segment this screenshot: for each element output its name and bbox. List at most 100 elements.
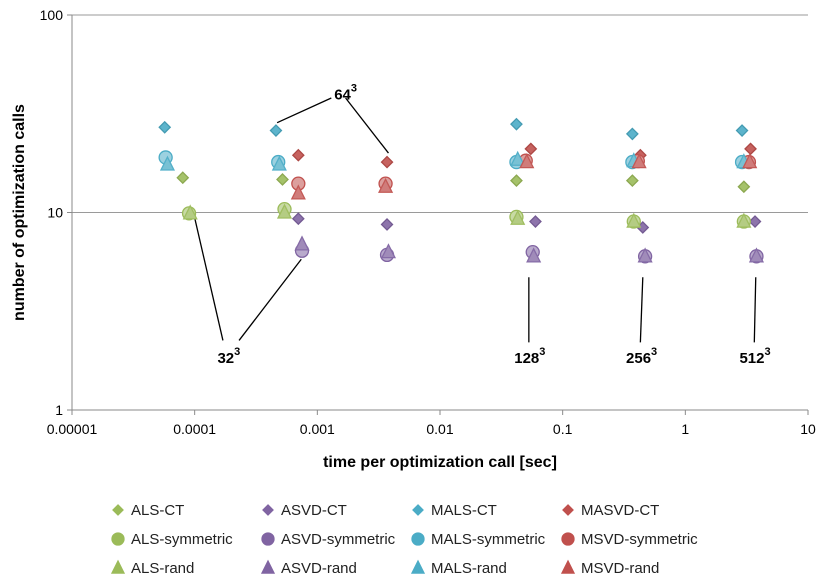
point-ASVD-rand (294, 235, 310, 251)
point-ASVD-CT (291, 212, 305, 226)
legend-label: ASVD-CT (281, 502, 347, 519)
point-MALS-CT (735, 124, 749, 137)
point-MALS-CT (510, 117, 523, 131)
point-ALS-rand (626, 212, 642, 228)
point-MALS-CT (158, 120, 172, 134)
point-ASVD-rand (637, 247, 653, 263)
point-MALS-rand (271, 155, 287, 171)
annotation-connector (238, 258, 302, 341)
x-tick-label: 0.001 (300, 421, 335, 437)
y-tick-label: 10 (47, 205, 63, 221)
legend-entry: MSVD-rand (560, 559, 659, 577)
legend-marker (561, 532, 575, 546)
point-MALS-rand (510, 150, 526, 166)
point-MASVD-CT (291, 148, 305, 162)
legend-marker (261, 532, 275, 546)
point-MSVD-rand (742, 153, 758, 169)
annotation-connector (276, 97, 332, 124)
legend-entry: ASVD-symmetric (261, 531, 396, 548)
y-tick-label: 100 (40, 7, 64, 23)
legend-label: MSVD-rand (581, 560, 659, 577)
point-MSVD-rand (631, 153, 647, 169)
x-tick-label: 1 (681, 421, 689, 437)
point-ASVD-rand (526, 247, 542, 263)
legend: ALS-CT ASVD-CT MALS-CT MASVD-CT ALS-symmetri… (110, 502, 698, 577)
legend-marker (410, 559, 426, 574)
legend-entry: ALS-symmetric (111, 531, 233, 548)
annotations: 643 323 1283 2563 5123 (194, 83, 771, 367)
legend-label: MASVD-CT (581, 502, 659, 519)
point-MSVD-rand (290, 184, 306, 200)
x-axis-title: time per optimization call [sec] (323, 454, 557, 471)
legend-marker (260, 559, 276, 574)
legend-marker (262, 504, 274, 516)
point-MSVD-rand (519, 153, 535, 169)
point-ALS-CT (176, 171, 190, 185)
annotation-label: 1283 (514, 346, 545, 367)
legend-label: ASVD-symmetric (281, 531, 396, 548)
point-ASVD-rand (748, 247, 765, 263)
point-ASVD-CT (748, 215, 762, 228)
legend-entry: ALS-rand (110, 559, 194, 577)
legend-entry: MALS-CT (412, 502, 497, 519)
point-ASVD-CT (529, 215, 542, 228)
x-tick-label: 10 (800, 421, 816, 437)
point-MSVD-rand (378, 177, 394, 193)
y-tick-label: 1 (55, 402, 63, 418)
point-ALS-CT (625, 174, 639, 188)
legend-marker (110, 559, 126, 574)
legend-entry: MALS-rand (410, 559, 507, 577)
annotation-connector (345, 97, 389, 154)
axes: 0.00001 0.0001 0.001 0.01 0.1 1 10 1 10 100 time p… (11, 7, 816, 471)
legend-marker (562, 504, 574, 516)
legend-marker (111, 532, 125, 546)
legend-marker (560, 559, 576, 574)
annotation-connector (194, 217, 224, 341)
x-tick-label: 0.0001 (173, 421, 216, 437)
point-ALS-CT (510, 174, 523, 188)
legend-label: ASVD-rand (281, 560, 357, 577)
x-tick-label: 0.1 (553, 421, 573, 437)
point-ALS-CT (276, 173, 289, 186)
annotation-label: 5123 (739, 346, 770, 367)
legend-label: MSVD-symmetric (581, 531, 698, 548)
legend-label: MALS-CT (431, 502, 497, 519)
point-ASVD-CT (380, 218, 394, 231)
legend-label: MALS-rand (431, 560, 507, 577)
point-ALS-rand (276, 203, 293, 219)
point-ALS-rand (510, 209, 526, 225)
point-MALS-CT (625, 127, 639, 141)
point-MALS-rand (159, 155, 176, 171)
legend-label: ALS-rand (131, 560, 194, 577)
x-tick-label: 0.01 (426, 421, 453, 437)
legend-entry: ASVD-CT (262, 502, 347, 519)
point-ALS-CT (737, 180, 751, 194)
data-points (158, 117, 765, 264)
annotation-connector (753, 277, 757, 343)
point-ALS-rand (736, 212, 752, 228)
legend-label: ALS-CT (131, 502, 184, 519)
legend-entry: MALS-symmetric (411, 531, 546, 548)
point-MALS-CT (269, 124, 283, 137)
legend-marker (412, 504, 424, 516)
point-MASVD-CT (380, 155, 394, 169)
point-MASVD-CT (744, 142, 757, 156)
annotation-label: 2563 (626, 346, 657, 367)
point-ALS-rand (182, 204, 198, 220)
legend-label: MALS-symmetric (431, 531, 546, 548)
legend-label: ALS-symmetric (131, 531, 233, 548)
legend-entry: ASVD-rand (260, 559, 357, 577)
point-MASVD-CT (524, 142, 538, 156)
y-axis-title: number of optimization calls (11, 104, 28, 321)
annotation-connector (639, 277, 644, 343)
x-tick-label: 0.00001 (47, 421, 98, 437)
legend-entry: ALS-CT (112, 502, 184, 519)
legend-marker (112, 504, 124, 516)
annotation-label: 643 (334, 83, 357, 104)
point-ASVD-rand (380, 243, 397, 259)
legend-entry: MSVD-symmetric (561, 531, 698, 548)
legend-marker (411, 532, 425, 546)
legend-entry: MASVD-CT (562, 502, 659, 519)
annotation-label: 323 (217, 346, 240, 367)
